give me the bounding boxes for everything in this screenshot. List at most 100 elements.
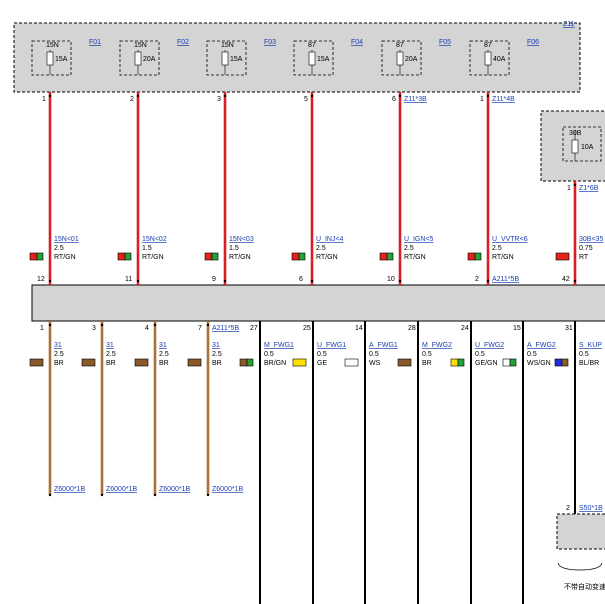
dest-link[interactable]: Z6000*1B: [54, 486, 85, 493]
signal-label[interactable]: 31: [106, 342, 114, 349]
bottom-connector-box: [556, 513, 605, 550]
signal-label[interactable]: U_INJ<4: [316, 236, 344, 243]
gauge-label: 2.5: [106, 351, 116, 358]
ref-top-link[interactable]: Z11*4B: [492, 96, 515, 103]
fuse-rating: 15A: [230, 56, 243, 63]
junction-dot: [100, 323, 104, 327]
junction-dot: [521, 323, 525, 327]
bottom-connector-ref[interactable]: S50*1B: [579, 505, 603, 512]
signal-label[interactable]: A_FWG1: [369, 342, 398, 349]
signal-label[interactable]: U_FWG2: [475, 342, 504, 349]
bottom-wire: 28M_FWG2 0.5BR: [397, 321, 452, 604]
signal-label[interactable]: M_FWG2: [422, 342, 452, 349]
fuse-terminal-label: 15N: [134, 42, 147, 49]
pin-label: 25: [303, 325, 311, 332]
signal-label[interactable]: U_IGN<5: [404, 236, 433, 243]
gauge-label: 0.5: [527, 351, 537, 358]
color-label: RT/GN: [54, 254, 76, 261]
gauge-label: 2.5: [54, 351, 64, 358]
signal-label[interactable]: 31: [159, 342, 167, 349]
fuse-id-link[interactable]: F04: [351, 39, 363, 46]
footnote-brace: [557, 562, 603, 571]
junction-dot: [153, 323, 157, 327]
bottom-header-ref[interactable]: A211*5B: [212, 325, 239, 332]
ref-top-link[interactable]: Z11*3B: [404, 96, 427, 103]
color-swatch: [450, 358, 465, 367]
junction-dot: [486, 279, 490, 283]
fuse-id-link[interactable]: F05: [439, 39, 451, 46]
gauge-label: 2.5: [54, 245, 64, 252]
connector-bar: [31, 284, 605, 322]
side-fuse-top: 30B: [569, 130, 582, 137]
pin-top: 1: [567, 185, 571, 192]
color-label: RT/GN: [142, 254, 164, 261]
signal-label[interactable]: 15N<03: [229, 236, 254, 243]
fuse-id-link[interactable]: F03: [264, 39, 276, 46]
ref-bottom-link[interactable]: A211*5B: [492, 276, 519, 283]
signal-label[interactable]: 15N<02: [142, 236, 167, 243]
fuse-id-link[interactable]: F06: [527, 39, 539, 46]
color-swatch: [29, 252, 44, 261]
pin-top: 1: [480, 96, 484, 103]
color-swatch: [134, 358, 149, 367]
fuse-terminal-label: 87: [484, 42, 492, 49]
module-label[interactable]: Z11: [563, 21, 575, 28]
color-label: BL/BR: [579, 360, 599, 367]
fuse-element: [396, 51, 404, 66]
fuse-id-link[interactable]: F02: [177, 39, 189, 46]
signal-label[interactable]: S_KUP: [579, 342, 602, 349]
pin-bottom: 6: [299, 276, 303, 283]
gauge-label: 2.5: [492, 245, 502, 252]
fuse-rating: 20A: [405, 56, 418, 63]
color-label: WS: [369, 360, 381, 367]
signal-label[interactable]: 31: [54, 342, 62, 349]
junction-dot: [310, 279, 314, 283]
junction-dot: [223, 279, 227, 283]
junction-dot: [573, 183, 577, 187]
bottom-wires-group: 1312.5BRZ6000*1B3312.5BRZ6000*1B4312.5BR…: [29, 321, 602, 604]
junction-dot: [573, 510, 577, 514]
dest-link[interactable]: Z6000*1B: [106, 486, 137, 493]
dest-link[interactable]: Z6000*1B: [212, 486, 243, 493]
junction-dot: [310, 94, 314, 98]
gauge-label: 0.5: [422, 351, 432, 358]
color-swatch: [467, 252, 482, 261]
bottom-connector-pin: 2: [566, 505, 570, 512]
fuse-rating: 15A: [317, 56, 330, 63]
color-swatch: [187, 358, 202, 367]
pin-bottom: 10: [387, 276, 395, 283]
pin-label: 3: [92, 325, 96, 332]
gauge-label: 0.5: [369, 351, 379, 358]
signal-label[interactable]: U_FWG1: [317, 342, 346, 349]
pin-top: 2: [130, 96, 134, 103]
fuse-frame: [293, 40, 334, 76]
top-wires-group: 115N<012.5RT/GN12215N<021.5RT/GN11315N<0…: [29, 92, 603, 285]
fuse-frame: [119, 40, 160, 76]
signal-label[interactable]: 31: [212, 342, 220, 349]
pin-label: 4: [145, 325, 149, 332]
ref-top-link[interactable]: Z1*6B: [579, 185, 599, 192]
junction-dot: [573, 279, 577, 283]
junction-dot: [398, 279, 402, 283]
junction-dot: [416, 323, 420, 327]
footnote: 不带自动变速: [564, 582, 605, 591]
pin-top: 6: [392, 96, 396, 103]
fuse-id-link[interactable]: F01: [89, 39, 101, 46]
fuse-f02: 15N 20A F02: [119, 39, 189, 76]
color-label: BR: [422, 360, 432, 367]
pin-label: 28: [408, 325, 416, 332]
signal-label[interactable]: M_FWG1: [264, 342, 294, 349]
pin-top: 3: [217, 96, 221, 103]
color-swatch: [379, 252, 394, 261]
junction-dot: [136, 94, 140, 98]
signal-label[interactable]: 15N<01: [54, 236, 79, 243]
fuse-rating: 20A: [143, 56, 156, 63]
signal-label[interactable]: 30B<35: [579, 236, 603, 243]
dest-link[interactable]: Z6000*1B: [159, 486, 190, 493]
signal-label[interactable]: A_FWG2: [527, 342, 556, 349]
signal-label[interactable]: U_VVTR<6: [492, 236, 528, 243]
